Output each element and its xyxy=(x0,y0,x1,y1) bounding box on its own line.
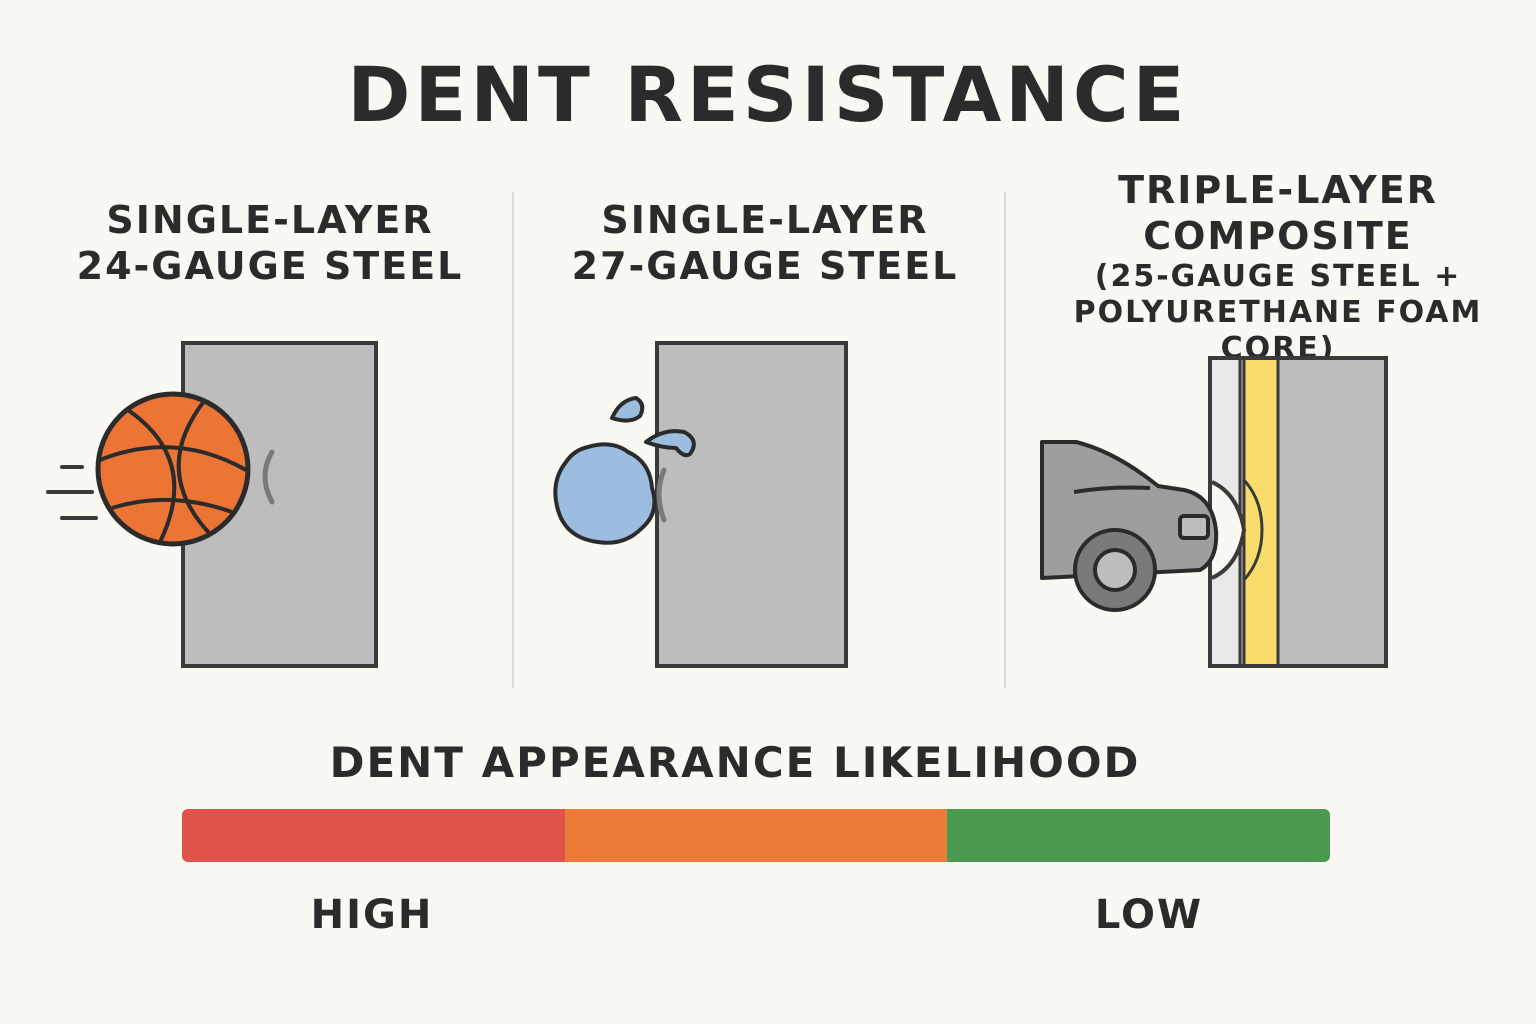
steel-panel-27-gauge xyxy=(655,341,848,668)
scale-label-low: LOW xyxy=(1094,892,1204,938)
column-sublabel-line: (25-GAUGE STEEL + xyxy=(1094,259,1462,295)
column-divider xyxy=(512,192,514,688)
scale-segment-medium xyxy=(564,809,948,862)
scale-title: DENT APPEARANCE LIKELIHOOD xyxy=(329,738,1141,787)
composite-panel xyxy=(1208,356,1388,668)
page-title: DENT RESISTANCE xyxy=(347,50,1189,139)
likelihood-scale-bar xyxy=(182,809,1330,862)
car-icon xyxy=(1040,440,1219,612)
scale-segment-high xyxy=(182,809,565,862)
column-label-24-gauge: SINGLE-LAYER 24-GAUGE STEEL xyxy=(40,198,500,289)
column-label-line: 24-GAUGE STEEL xyxy=(76,243,464,288)
column-label-line: COMPOSITE xyxy=(1143,213,1413,258)
column-label-27-gauge: SINGLE-LAYER 27-GAUGE STEEL xyxy=(530,198,1000,289)
column-label-line: SINGLE-LAYER xyxy=(106,198,434,242)
basketball-icon xyxy=(95,391,251,547)
scale-segment-low xyxy=(947,809,1330,862)
column-divider xyxy=(1004,192,1006,688)
scale-label-high: HIGH xyxy=(310,892,434,938)
column-label-line: TRIPLE-LAYER xyxy=(1118,168,1438,212)
water-splash-icon xyxy=(553,396,696,545)
column-label-line: 27-GAUGE STEEL xyxy=(571,243,959,288)
column-label-line: SINGLE-LAYER xyxy=(601,198,929,242)
motion-lines-icon xyxy=(46,465,98,520)
